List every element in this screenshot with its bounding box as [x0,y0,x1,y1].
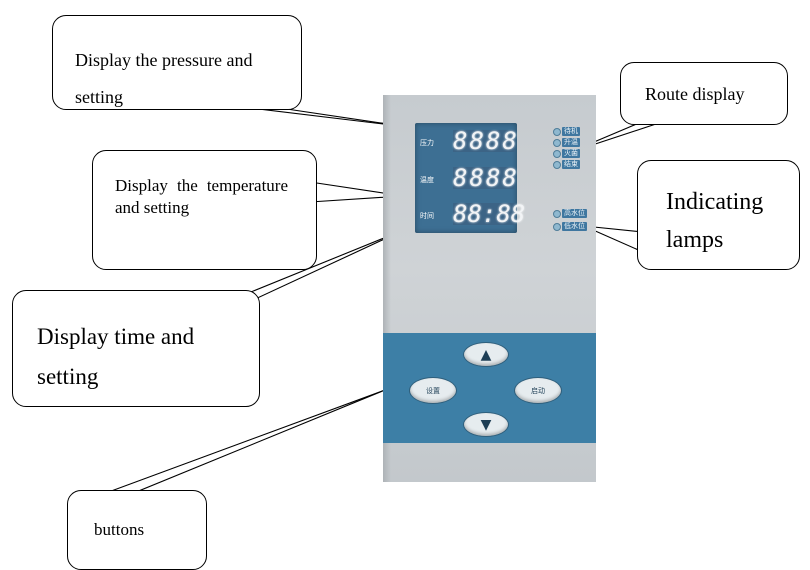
callout-route: Route display [620,62,788,125]
lamp-dot-icon [553,161,561,169]
control-panel: 压力 8888 温度 8888 时间 88:88 待机 升温 灭菌 结束 高水位… [383,95,596,482]
button-area: ▲ 设置 启动 ▼ [383,333,596,443]
pressure-readout: 8888 [453,127,519,155]
lamp-dot-icon [553,210,561,218]
lamp-dot-icon [553,223,561,231]
led-display-frame: 压力 8888 温度 8888 时间 88:88 [415,123,526,233]
pressure-row-label: 压力 [420,139,434,147]
route-lamp-label: 灭菌 [562,149,580,158]
indicator-lamp-label: 高水位 [562,209,587,218]
up-arrow-icon: ▲ [480,346,492,363]
lamp-dot-icon [553,150,561,158]
route-lamp-label: 待机 [562,127,580,136]
route-lamp: 待机 [553,127,593,136]
callout-temperature-text: Display the temperature and setting [115,176,288,217]
callout-pressure-text: Display the pressure and setting [75,50,253,107]
indicator-lamp: 低水位 [553,222,593,231]
callout-temperature: Display the temperature and setting [92,150,317,270]
up-button[interactable]: ▲ [463,342,509,367]
indicator-lamp: 高水位 [553,209,593,218]
panel-edge-shadow [383,95,391,482]
time-row-label: 时间 [420,212,434,220]
callout-buttons: buttons [67,490,207,570]
callout-time-text: Display time and setting [37,324,195,389]
route-lamp-label: 结束 [562,160,580,169]
time-readout: 88:88 [453,200,526,228]
callout-pressure: Display the pressure and setting [52,15,302,110]
route-lamp: 灭菌 [553,149,593,158]
temperature-row-label: 温度 [420,176,434,184]
lamp-dot-icon [553,128,561,136]
callout-route-text: Route display [645,84,745,104]
start-button-label: 启动 [531,386,545,395]
set-button[interactable]: 设置 [409,377,457,404]
down-button[interactable]: ▼ [463,412,509,437]
route-lamp: 结束 [553,160,593,169]
callout-lamps-text: Indicating lamps [666,189,764,253]
temperature-readout: 8888 [453,164,519,192]
callout-lamps: Indicating lamps [637,160,800,270]
down-arrow-icon: ▼ [480,416,492,433]
callout-time: Display time and setting [12,290,260,407]
set-button-label: 设置 [426,386,440,395]
lamp-dot-icon [553,139,561,147]
route-lamp: 升温 [553,138,593,147]
route-lamp-label: 升温 [562,138,580,147]
indicator-lamp-label: 低水位 [562,222,587,231]
callout-buttons-text: buttons [94,520,145,539]
start-button[interactable]: 启动 [514,377,562,404]
